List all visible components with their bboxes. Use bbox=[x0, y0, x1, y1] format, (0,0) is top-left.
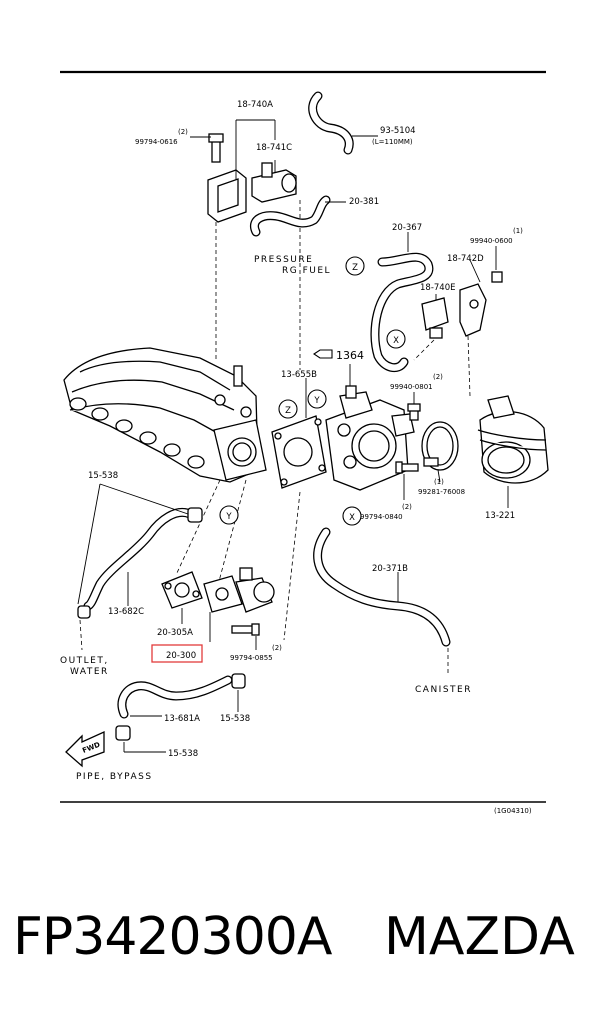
gasket-20-305A bbox=[161, 571, 203, 609]
solenoid-bracket-assembly bbox=[207, 133, 297, 223]
marker-y-low: Y bbox=[225, 512, 232, 522]
bolt-99940-0801 bbox=[407, 403, 421, 421]
label-18-740A: 18-740A bbox=[237, 100, 273, 110]
marker-x-top: X bbox=[393, 336, 399, 346]
footer: FP3420300A MAZDA bbox=[0, 905, 600, 985]
label-99940-0801-qty: (2) bbox=[433, 373, 443, 381]
throttle-body bbox=[325, 385, 415, 491]
hose-20-367 bbox=[370, 252, 434, 373]
label-13-682C: 13-682C bbox=[108, 607, 144, 617]
label-20-371B: 20-371B bbox=[372, 564, 408, 574]
label-99794-0616: 99794-0616 bbox=[135, 138, 178, 146]
label-13-221: 13-221 bbox=[485, 511, 515, 521]
label-20-367: 20-367 bbox=[392, 223, 422, 233]
label-15-538-a: 15-538 bbox=[88, 471, 118, 481]
marker-z2-circle bbox=[278, 399, 298, 419]
label-15-538-c: 15-538 bbox=[168, 749, 198, 759]
highlight-20-300 bbox=[151, 644, 203, 663]
label-pipe-bypass: PIPE, BYPASS bbox=[76, 772, 153, 782]
intake-manifold bbox=[63, 347, 267, 483]
air-duct-13-221 bbox=[477, 395, 549, 484]
hose-20-381 bbox=[250, 195, 331, 237]
marker-x-circle bbox=[386, 329, 406, 349]
label-outlet: OUTLET, bbox=[60, 656, 109, 666]
marker-z-mid: Z bbox=[285, 406, 291, 416]
marker-z-circle bbox=[345, 256, 365, 276]
pointer-icon bbox=[313, 349, 333, 359]
label-1364: 1364 bbox=[336, 349, 364, 362]
label-99794-0840: 99794-0840 bbox=[360, 513, 403, 521]
label-93-5104-note: (L=110MM) bbox=[372, 138, 413, 146]
diagram-code: (1G04310) bbox=[494, 807, 532, 815]
label-20-381: 20-381 bbox=[349, 197, 379, 207]
clamp-15-538-c bbox=[115, 725, 131, 741]
brand-name: MAZDA bbox=[384, 907, 575, 967]
label-99794-0840-qty: (2) bbox=[402, 503, 412, 511]
part-number: FP3420300A bbox=[13, 907, 332, 967]
label-99281-76008-qty: (1) bbox=[434, 478, 444, 486]
label-18-740E: 18-740E bbox=[420, 283, 455, 293]
marker-y2-circle bbox=[219, 505, 239, 525]
bolt-99794-0840 bbox=[395, 461, 419, 474]
hose-clamp bbox=[421, 421, 459, 471]
clamp-15-538-b bbox=[231, 673, 246, 689]
iac-valve-20-300 bbox=[203, 567, 275, 613]
marker-z-top: Z bbox=[352, 263, 358, 273]
label-water: WATER bbox=[70, 667, 109, 677]
bolt-99794-0855 bbox=[231, 623, 260, 636]
label-93-5104: 93-5104 bbox=[380, 126, 416, 136]
label-99940-0600: 99940-0600 bbox=[470, 237, 513, 245]
hose-93-5104 bbox=[308, 91, 354, 155]
label-99940-0600-qty: (1) bbox=[513, 227, 523, 235]
label-99794-0855-qty: (2) bbox=[272, 644, 282, 652]
fwd-arrow-icon bbox=[65, 730, 105, 768]
solenoid-18-740E bbox=[421, 271, 503, 339]
clamp-15-538-a bbox=[77, 507, 203, 619]
marker-y-circle bbox=[307, 389, 327, 409]
label-99281-76008: 99281-76008 bbox=[418, 488, 465, 496]
label-18-741C: 18-741C bbox=[256, 143, 292, 153]
gasket-13-655B bbox=[271, 415, 327, 489]
label-18-742D: 18-742D bbox=[447, 254, 484, 264]
label-13-655B: 13-655B bbox=[281, 370, 317, 380]
label-99794-0616-qty: (2) bbox=[178, 128, 188, 136]
hose-13-682C bbox=[83, 508, 195, 611]
marker-x2-circle bbox=[342, 506, 362, 526]
label-99940-0801: 99940-0801 bbox=[390, 383, 433, 391]
label-99794-0855: 99794-0855 bbox=[230, 654, 273, 662]
label-pressure: PRESSURE bbox=[254, 255, 313, 265]
hose-13-681A bbox=[117, 675, 233, 719]
label-20-300: 20-300 bbox=[166, 651, 196, 661]
marker-x-low: X bbox=[349, 513, 355, 523]
label-20-305A: 20-305A bbox=[157, 628, 193, 638]
parts-diagram: FWD Z X Z Y Y X 18-740A (2) 99794-0616 1… bbox=[60, 70, 549, 815]
label-rg-fuel: RG FUEL bbox=[282, 266, 331, 276]
label-canister: CANISTER bbox=[415, 685, 472, 695]
label-13-681A: 13-681A bbox=[164, 714, 200, 724]
label-15-538-b: 15-538 bbox=[220, 714, 250, 724]
marker-y-mid: Y bbox=[313, 396, 320, 406]
hose-20-371B bbox=[313, 527, 451, 647]
